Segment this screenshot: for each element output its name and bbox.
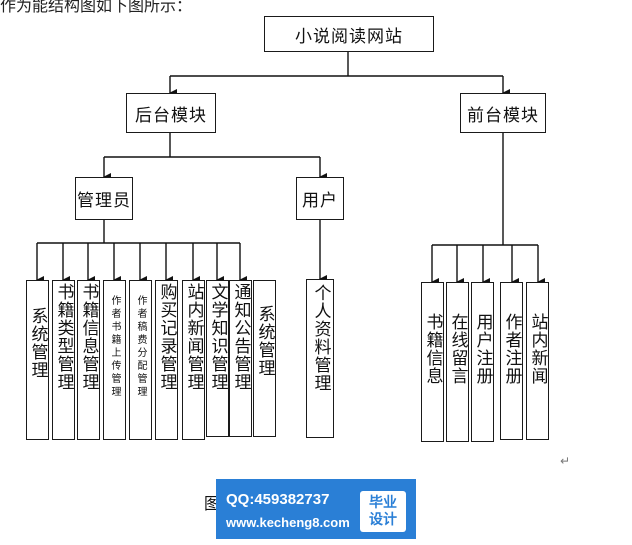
admin-child-notice-management: 通知公告管理 bbox=[229, 280, 252, 437]
front-child-author-register: 作者注册 bbox=[500, 282, 523, 440]
root-node: 小说阅读网站 bbox=[264, 16, 434, 52]
front-child-site-news: 站内新闻 bbox=[526, 282, 549, 440]
watermark-qq-text: QQ:459382737 bbox=[226, 491, 330, 508]
cut-off-heading: 作为能结构图如下图所示： bbox=[0, 0, 193, 15]
admin-child-author-upload-management: 作者书籍上传管理 bbox=[103, 280, 126, 440]
admin-child-site-news-management: 站内新闻管理 bbox=[182, 280, 205, 440]
front-child-online-message: 在线留言 bbox=[446, 282, 469, 442]
front-child-user-register: 用户注册 bbox=[471, 282, 494, 442]
watermark-badge: 毕业 设计 bbox=[360, 491, 406, 532]
admin-child-purchase-record-management: 购买记录管理 bbox=[155, 280, 178, 440]
watermark-url-text: www.kecheng8.com bbox=[226, 515, 350, 530]
paragraph-return-mark: ↵ bbox=[560, 454, 571, 468]
front-child-book-info: 书籍信息 bbox=[421, 282, 444, 442]
admin-child-system-management-2: 系统管理 bbox=[253, 280, 276, 437]
user-node: 用户 bbox=[296, 177, 344, 220]
admin-child-author-fee-management: 作者稿费分配管理 bbox=[129, 280, 152, 440]
watermark-badge-line1: 毕业 bbox=[369, 494, 397, 511]
backend-module-node: 后台模块 bbox=[126, 93, 216, 133]
admin-child-system-management: 系统管理 bbox=[26, 280, 49, 440]
watermark-badge-line2: 设计 bbox=[369, 511, 397, 528]
admin-child-book-type-management: 书籍类型管理 bbox=[52, 280, 75, 440]
admin-child-book-info-management: 书籍信息管理 bbox=[77, 280, 100, 440]
user-child-profile-management: 个人资料管理 bbox=[306, 279, 334, 438]
admin-child-literature-knowledge-management: 文学知识管理 bbox=[206, 280, 229, 437]
admin-node: 管理员 bbox=[75, 177, 133, 220]
frontend-module-node: 前台模块 bbox=[460, 93, 546, 133]
